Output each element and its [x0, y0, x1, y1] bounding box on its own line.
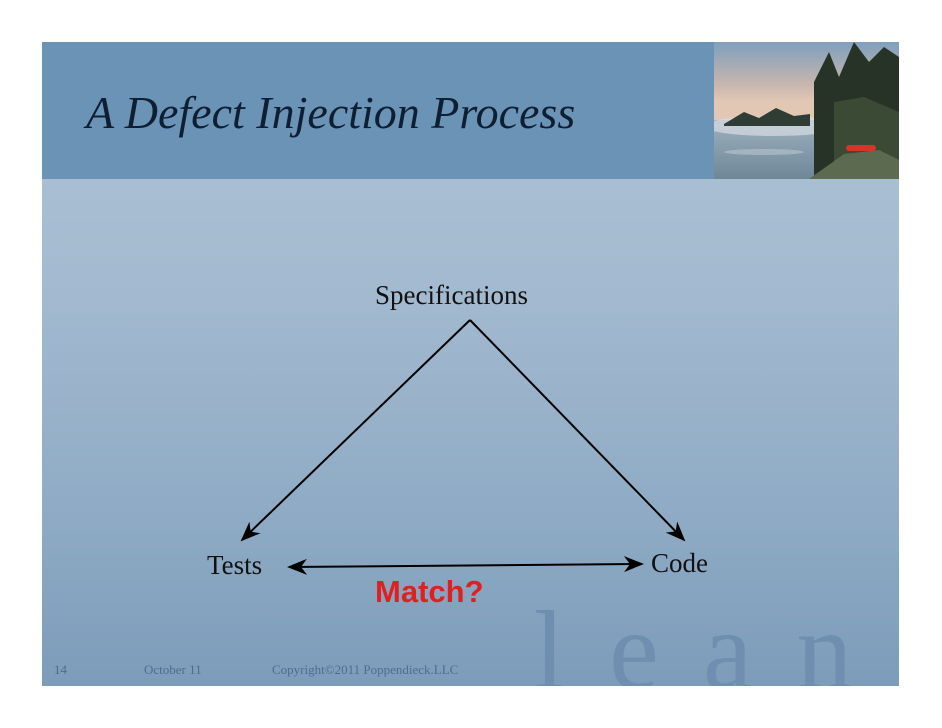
footer-copyright: Copyright©2011 Poppendieck.LLC [272, 662, 459, 677]
slide-number: 14 [54, 662, 67, 677]
triangle-diagram [240, 319, 686, 575]
slide-title: A Defect Injection Process [86, 87, 576, 138]
match-label: Match? [375, 574, 484, 609]
lake-photo-image [714, 42, 899, 179]
lake-photo [714, 42, 899, 179]
node-tests: Tests [207, 550, 263, 580]
slide: A Defect Injection Process [42, 42, 899, 686]
footer-date: October 11 [144, 662, 202, 677]
lean-watermark: lean [534, 589, 897, 686]
arrow-spec-to-code [469, 319, 686, 542]
node-specifications: Specifications [375, 280, 528, 310]
arrow-tests-code [287, 556, 644, 575]
node-code: Code [651, 548, 708, 578]
arrow-spec-to-tests [240, 319, 471, 542]
